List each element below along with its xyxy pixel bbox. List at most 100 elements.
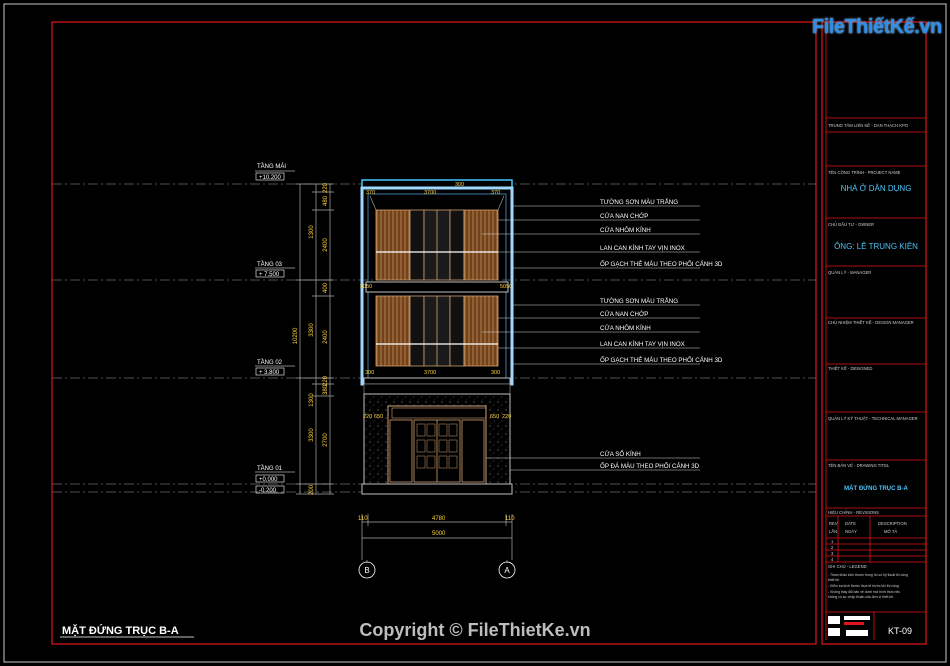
- logo-brand-text: FileThiếtKế.vn: [812, 16, 942, 38]
- note-middle: TƯỜNG SƠN MÀU TRẮNG: [600, 297, 678, 305]
- axis-label: A: [504, 566, 510, 575]
- sheet-number: KT-09: [888, 626, 912, 636]
- dim-aux: 200: [309, 484, 315, 495]
- tb-manager-label: QUẢN LÝ - MANAGER: [828, 270, 871, 275]
- dim-bottom: 5000: [432, 531, 446, 537]
- level-value: -0.200: [259, 488, 277, 494]
- title-block-values: NHÀ Ở DÂN DỤNG ÔNG: LÊ TRUNG KIÊN MẶT ĐỨ…: [834, 184, 918, 492]
- dim-v: 480: [323, 195, 329, 206]
- dim-v: 400: [323, 282, 329, 293]
- tb-legend-line: thiết kế.: [828, 578, 840, 582]
- left-dim-texts: 10200 220 480 2400 400 2400 220 380 2700…: [293, 182, 329, 495]
- dim-v: 2700: [323, 433, 329, 447]
- note-upper: LAN CAN KÍNH TAY VỊN INOX: [600, 245, 685, 252]
- level-name: TẦNG 02: [257, 359, 283, 366]
- tb-rev-row: 3: [831, 551, 834, 556]
- tb-project-label: TÊN CÔNG TRÌNH - PROJECT NAME: [828, 170, 901, 175]
- dim-v: 2400: [323, 238, 329, 252]
- note-lower: CỬA SỔ KÍNH: [600, 451, 641, 458]
- dim-side: 220: [363, 414, 372, 420]
- tb-drawing-title-label: TÊN BẢN VẼ - DRAWING TITEL: [828, 463, 890, 468]
- dim-v: 380: [323, 384, 329, 395]
- dim-top: 370: [491, 190, 500, 196]
- level-value: +0.000: [259, 477, 278, 483]
- dim-side: 650: [374, 414, 383, 420]
- tb-legend-label: GHI CHÚ - LEGEND: [828, 564, 867, 569]
- tb-rev-col: DESCRIPTION: [878, 521, 907, 526]
- tb-client-name: ÔNG: LÊ TRUNG KIÊN: [834, 242, 918, 251]
- bottom-dimensions: [361, 514, 513, 560]
- dim-top: 300: [455, 182, 464, 188]
- tb-rev-col-vn: MÔ TẢ: [884, 529, 897, 534]
- level-markers: TẦNG MÁI +10.200 TẦNG 03 + 7.500 TẦNG 02…: [255, 163, 295, 494]
- tb-project-name: NHÀ Ở DÂN DỤNG: [841, 184, 912, 193]
- dim-v: 220: [323, 182, 329, 193]
- tb-rev-row: 1: [831, 539, 834, 544]
- tb-consultant-label: TRUNG TÂM LIÊN KẾ - DAN THẠCH KPO: [828, 123, 909, 128]
- dim-mid: 3700: [424, 370, 436, 376]
- sheet-number-cell: KT-09: [828, 616, 912, 636]
- tb-drawing-title: MẶT ĐỨNG TRỤC B-A: [844, 485, 908, 492]
- dim-aux: 3300: [309, 428, 315, 442]
- note-middle: LAN CAN KÍNH TAY VỊN INOX: [600, 341, 685, 348]
- title-block-labels: TRUNG TÂM LIÊN KẾ - DAN THẠCH KPO TÊN CÔ…: [828, 123, 918, 599]
- title-block-rows: [825, 26, 926, 640]
- dim-side: 5050: [360, 284, 372, 290]
- copyright-watermark: Copyright © FileThietKe.vn: [359, 620, 591, 640]
- dim-bottom: 110: [358, 516, 368, 522]
- note-middle: CỬA NAN CHỚP: [600, 311, 648, 318]
- tb-legend-line: - Kiểm tra kích thước thực tế trước khi …: [828, 584, 900, 588]
- tb-client-label: CHỦ ĐẦU TƯ - OWNER: [828, 222, 874, 227]
- filethietke-logo: FileThiếtKế.vn: [812, 12, 942, 46]
- tb-legend-line: không có sự chấp thuận của đơn vị thiết …: [828, 595, 894, 599]
- dim-v: 2400: [323, 330, 329, 344]
- tb-tech-label: QUẢN LÝ KỸ THUẬT - TECHNICAL MANAGER: [828, 416, 918, 421]
- title-block-frame: [821, 21, 927, 645]
- tb-legend-line: - Tham khảo kích thước trong hồ sơ kỹ th…: [828, 573, 908, 577]
- note-upper: ỐP GẠCH THẺ MÀU THEO PHỐI CẢNH 3D: [600, 261, 723, 268]
- axis-bubbles: B A: [358, 560, 516, 579]
- dim-aux: 1300: [309, 225, 315, 239]
- tb-designer-label: THIẾT KẾ - DESIGNED: [828, 366, 872, 371]
- top-dims: 370 3700 300 370 300 3700 300 5050 5050 …: [360, 182, 512, 420]
- dim-outer: 10200: [293, 327, 299, 344]
- level-name: TẦNG MÁI: [257, 163, 286, 170]
- dim-bottom: 4780: [432, 516, 446, 522]
- axis-label: B: [364, 566, 369, 575]
- tb-rev-col-vn: NGÀY: [845, 529, 857, 534]
- dim-v: 220: [323, 375, 329, 386]
- tb-rev-col: DATE: [845, 521, 856, 526]
- bottom-dim-texts: 110 4780 110 5000: [358, 516, 515, 537]
- outer-border: [3, 3, 947, 663]
- dim-aux: 3300: [309, 323, 315, 337]
- leader-lines: [482, 205, 700, 471]
- dim-side: 220: [502, 414, 511, 420]
- dim-bottom: 110: [505, 516, 515, 522]
- level-value: + 7.500: [259, 272, 280, 278]
- left-dimensions: [296, 183, 334, 495]
- note-middle: ỐP GẠCH THẺ MÀU THEO PHỐI CẢNH 3D: [600, 357, 723, 364]
- level-name: TẦNG 03: [257, 261, 283, 268]
- level-value: + 3.800: [259, 370, 280, 376]
- view-title: MẶT ĐỨNG TRỤC B-A: [62, 624, 179, 637]
- tb-rev-row: 4: [831, 557, 834, 562]
- tb-legend-line: - Không thay đổi bản vẽ dưới mọi hình th…: [828, 590, 900, 594]
- dim-top: 3700: [424, 190, 436, 196]
- tb-design-manager-label: CHỦ NHIỆM THIẾT KẾ - DESIGN MANAGER: [828, 320, 914, 325]
- note-upper: TƯỜNG SƠN MÀU TRẮNG: [600, 198, 678, 206]
- dim-aux: 1300: [309, 393, 315, 407]
- note-upper: CỬA NAN CHỚP: [600, 213, 648, 220]
- tb-revision-label: HIỆU CHỈNH - REVISIONS: [828, 510, 879, 515]
- note-lower: ỐP ĐÁ MÀU THEO PHỐI CẢNH 3D: [600, 463, 700, 470]
- level-value: +10.200: [259, 175, 282, 181]
- dim-mid: 300: [365, 370, 374, 376]
- level-name: TẦNG 01: [257, 465, 283, 472]
- notes: TƯỜNG SƠN MÀU TRẮNG CỬA NAN CHỚP CỬA NHÔ…: [600, 198, 723, 470]
- building-elevation: [360, 179, 514, 495]
- tb-rev-col-vn: LẦN: [829, 529, 837, 534]
- drawing-frame: [51, 21, 817, 645]
- dim-mid: 300: [491, 370, 500, 376]
- dim-side: 5050: [500, 284, 512, 290]
- note-middle: CỬA NHÔM KÍNH: [600, 325, 651, 332]
